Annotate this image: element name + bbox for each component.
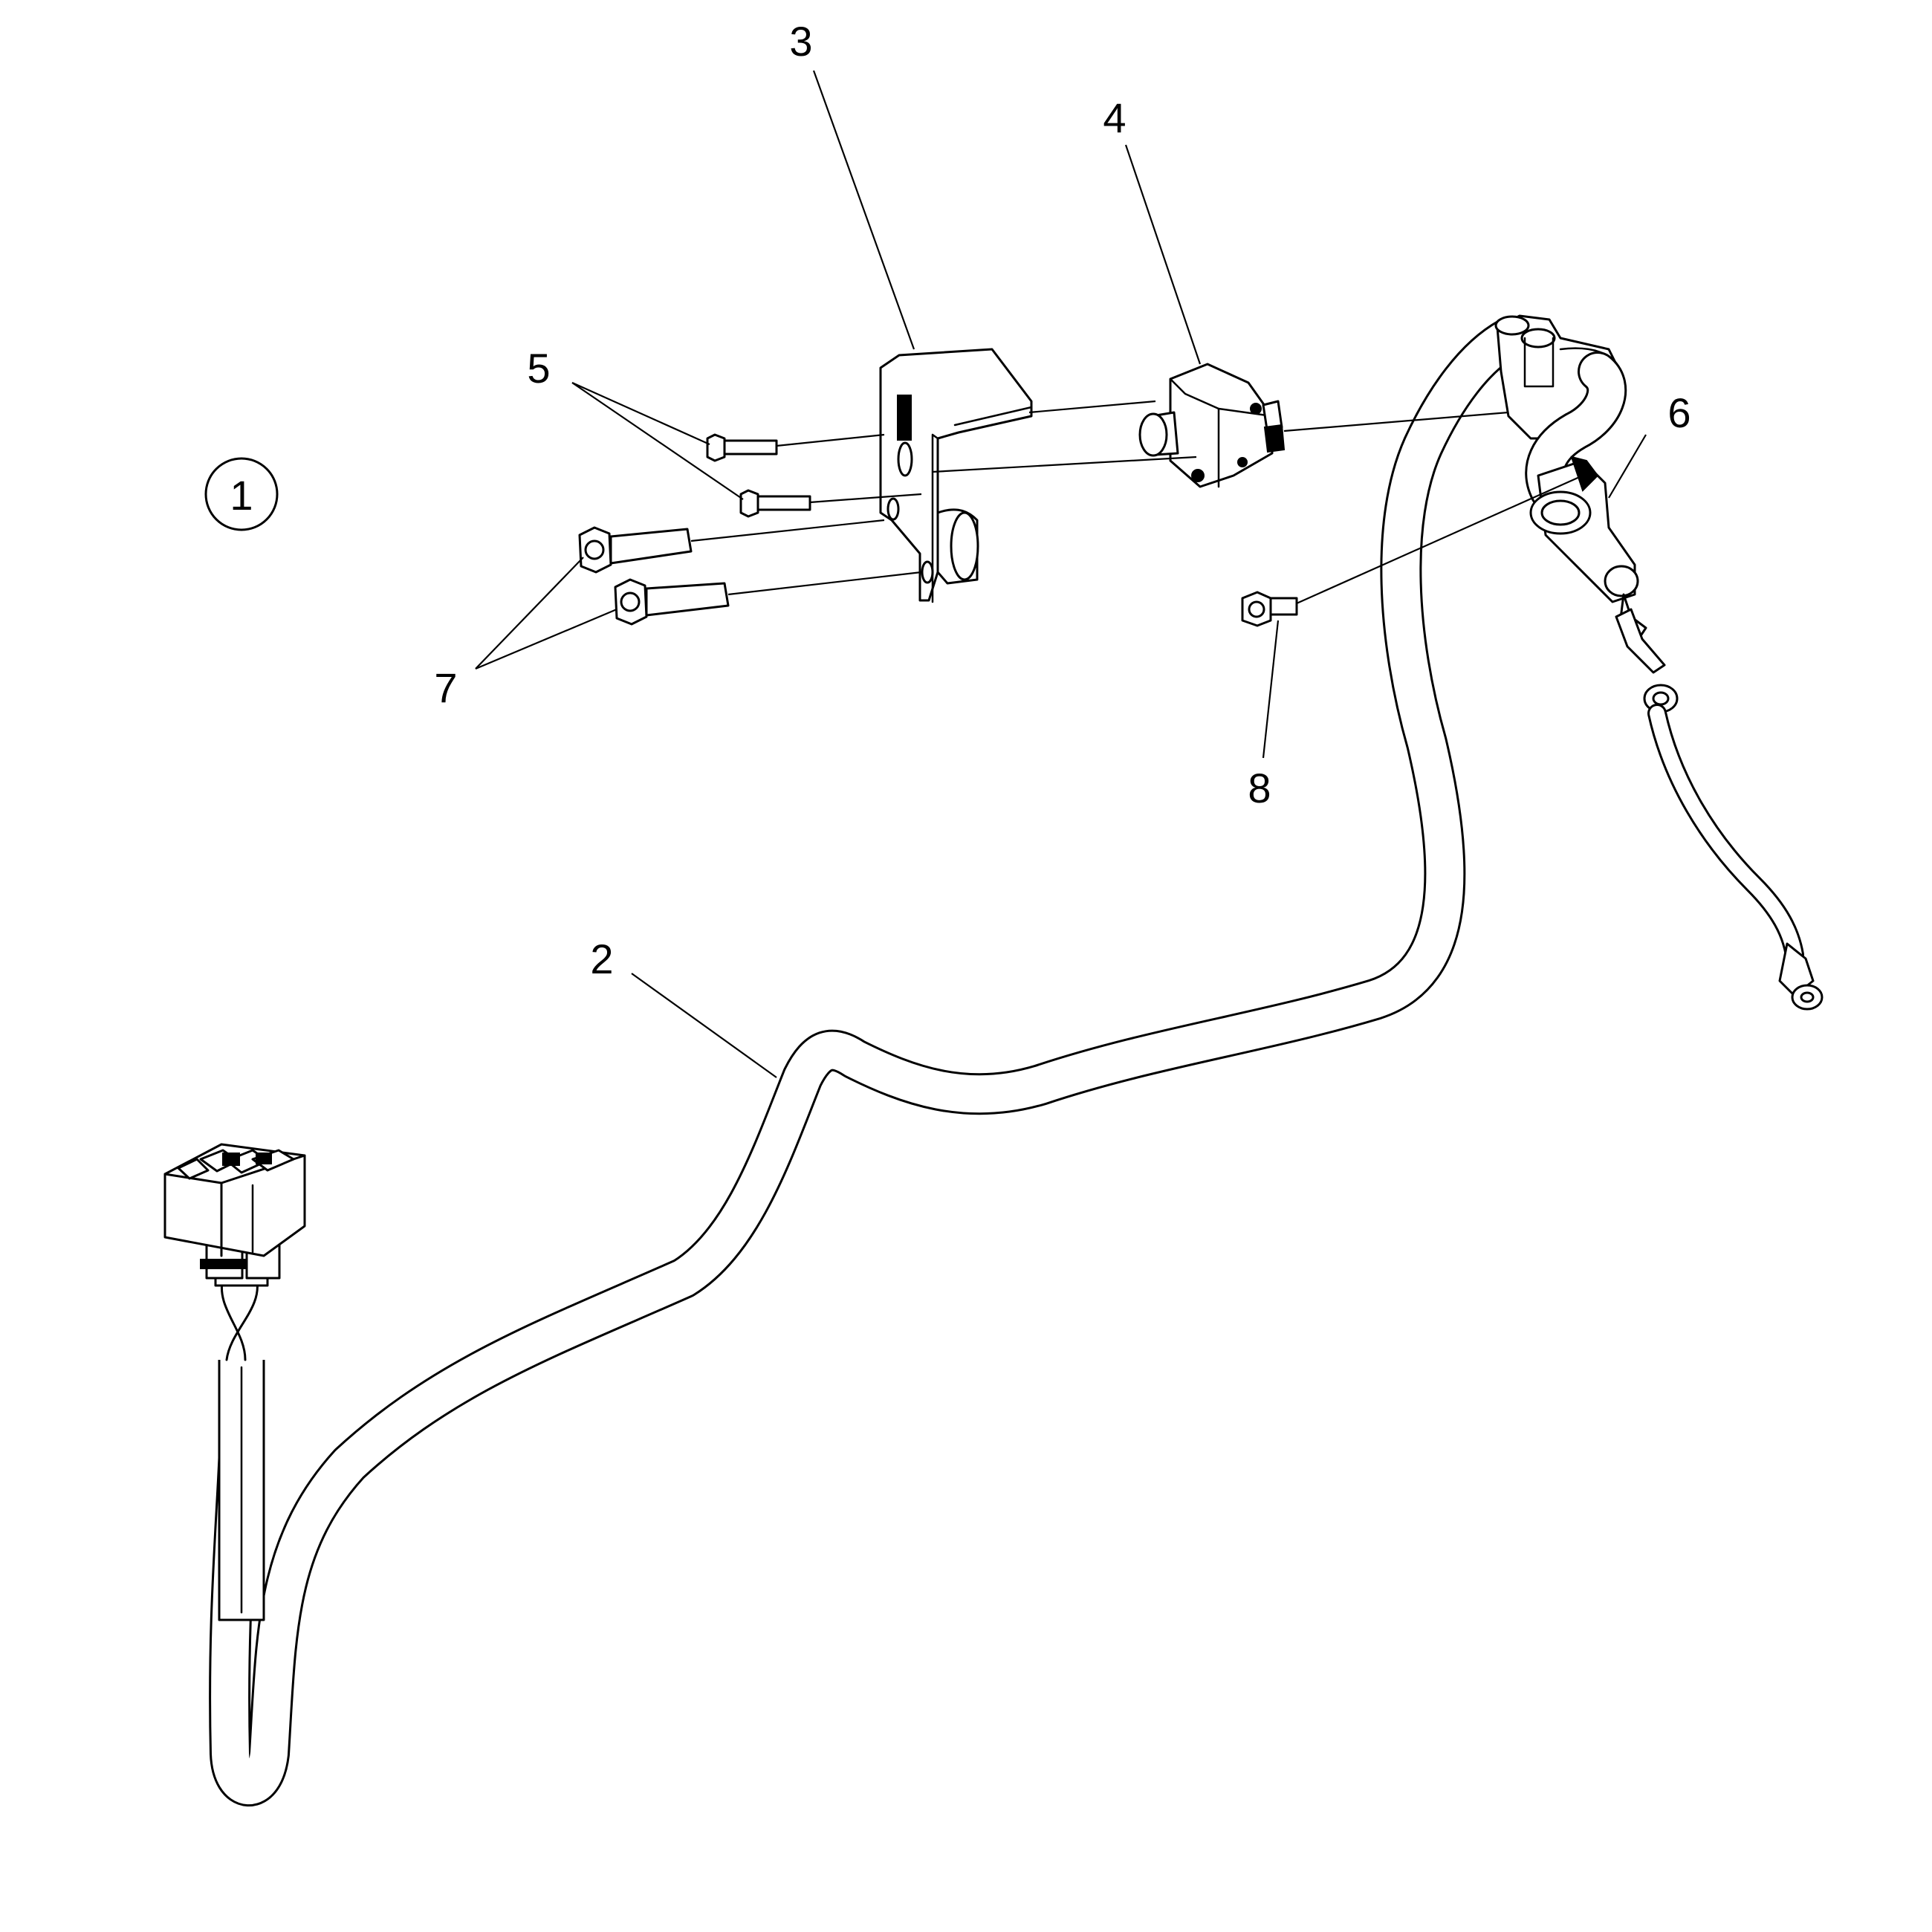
callout-8: 8	[1248, 765, 1271, 811]
callout-3: 3	[789, 18, 812, 65]
main-cable	[209, 317, 1529, 1806]
callout-leaders	[475, 70, 1647, 1078]
fuse-holder-assembly	[1494, 314, 1824, 1011]
screw-5a	[706, 433, 778, 462]
alignment-lines	[690, 400, 1583, 605]
callout-1-circle	[204, 457, 279, 531]
callout-5: 5	[527, 345, 550, 392]
callout-6: 6	[1667, 389, 1690, 436]
callout-7: 7	[434, 664, 457, 711]
callout-2: 2	[590, 936, 613, 982]
bolt-7b	[614, 578, 730, 626]
callout-labels: 1 2 3 4 5 6 7 8	[204, 18, 1691, 982]
callout-1: 1	[230, 472, 253, 519]
callout-4: 4	[1103, 94, 1126, 141]
screw-5b	[739, 489, 811, 518]
bracket	[879, 348, 1033, 603]
harness-connector	[163, 1143, 306, 1621]
screw-8	[1241, 591, 1298, 627]
circuit-breaker	[1138, 363, 1286, 488]
bolt-7a	[578, 526, 693, 574]
